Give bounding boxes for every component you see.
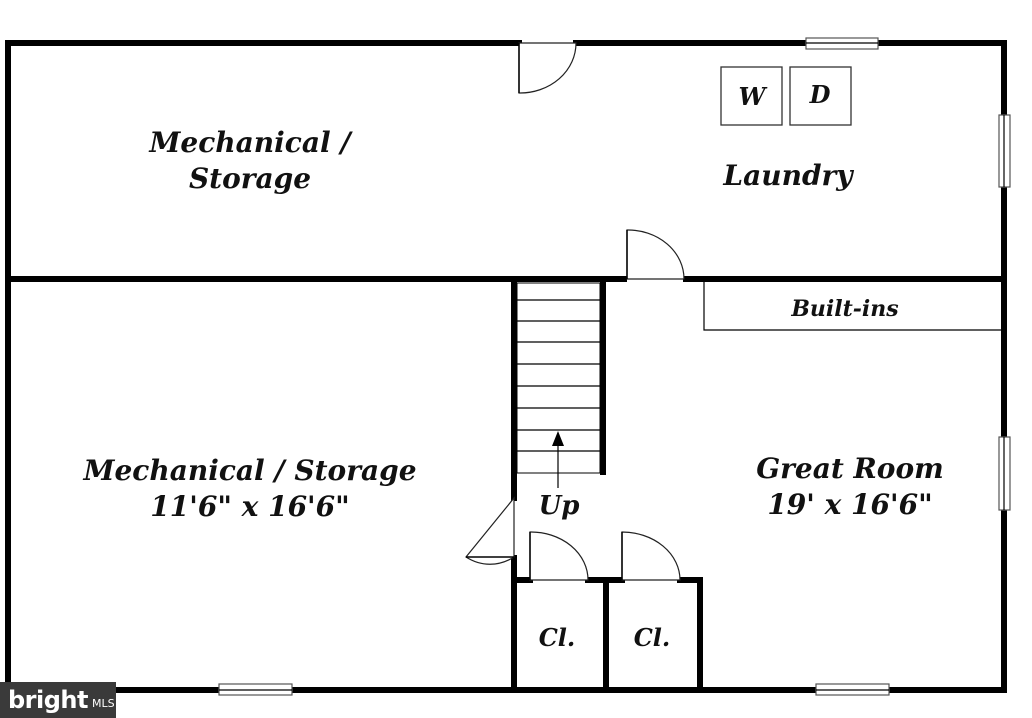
door-exterior-top [518,42,577,94]
door-laundry [626,229,685,280]
closet-2-label: Cl. [634,623,671,652]
mech-storage-left-label-2: 11'6" x 16'6" [150,490,349,523]
washer-box [720,66,783,126]
great-room-label-1: Great Room [756,452,944,485]
door-closet-1 [529,531,589,581]
washer-label: W [739,82,768,111]
logo-brand-text: bright [8,686,88,714]
laundry-label: Laundry [722,159,854,192]
closet-1-label: Cl. [539,623,576,652]
laundry-appliances: W D [720,66,852,126]
logo-suffix-text: MLS [91,696,115,710]
built-ins-cabinet [703,282,1001,331]
great-room-label-2: 19' x 16'6" [767,488,932,521]
built-ins-outline [703,282,1001,331]
stair-arrow-head [552,431,564,446]
dryer-label: D [809,80,831,109]
stairs-up-label: Up [539,491,580,521]
room-labels: Mechanical / Storage Laundry Built-ins M… [82,126,943,652]
interior-walls [5,276,1007,693]
mech-storage-top-label-1: Mechanical / [148,126,353,159]
mech-storage-top-label-2: Storage [189,162,311,195]
built-ins-label: Built-ins [790,296,898,322]
mech-storage-left-label-1: Mechanical / Storage [82,454,416,487]
brightmls-logo: bright MLS [0,682,116,718]
door-closet-2 [621,531,681,581]
door-mech-storage [465,496,515,565]
dryer-box [789,66,852,126]
staircase [516,282,601,488]
windows [218,37,1011,696]
doors [465,42,685,581]
